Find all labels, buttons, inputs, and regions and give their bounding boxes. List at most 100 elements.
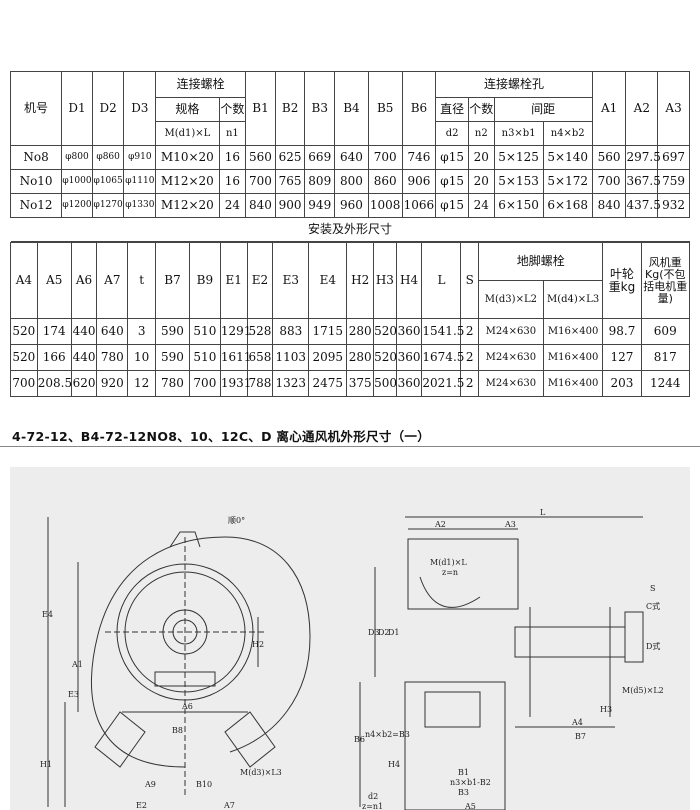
label-D2: D2 [378,628,390,637]
table-cell: 1244 [640,370,690,397]
table-cell: 640 [96,318,129,345]
table-cell: 2021.5 [421,370,464,397]
table-cell: 746 [401,145,437,170]
header-E3: E3 [272,242,310,319]
label-B1: B1 [458,768,469,777]
table-cell: 800 [334,169,369,194]
fan-outline-drawing: 顺0° E4 E3 A1 H1 H2 A6 B8 B10 A9 E2 A7 M(… [10,467,690,810]
table-cell: 3 [127,318,157,345]
table-cell: 788 [246,370,274,397]
header-n2: n2 [468,121,495,146]
table-cell: 700 [367,145,403,170]
header-D3: D3 [123,71,157,146]
header-A5: A5 [36,242,72,319]
section-heading: 4-72-12、B4-72-12NO8、10、12C、D 离心通风机外形尺寸（一… [12,429,431,444]
table-cell: 20 [468,145,495,170]
label-zn1: z=n1 [362,802,383,810]
header-fan-weight: 风机重Kg(不包括电机重量) [640,242,690,319]
header-A2: A2 [625,71,659,146]
label-D-type: D式 [646,641,660,651]
header-spec-formula: M(d1)×L [155,121,220,146]
table-cell: 297.5 [625,145,661,170]
header-B9: B9 [188,242,221,319]
table-cell: φ1330 [123,193,157,218]
label-D1: D1 [388,628,400,637]
header-count: 个数 [218,97,247,122]
table-cell: 16 [218,145,247,170]
table-cell: 700 [245,169,276,194]
table-cell: No10 [9,169,63,194]
table-cell: 1611 [219,344,251,371]
header-impeller-weight: 叶轮重kg [602,242,642,319]
table-cell: 949 [304,193,336,218]
header-diameter: 直径 [435,97,469,122]
label-L: L [540,508,546,517]
table-cell: 520 [10,318,38,345]
connection-dimensions-table: 机号 D1 D2 D3 连接螺栓 B1 B2 B3 B4 B5 B6 连接螺栓孔… [9,71,690,242]
table-cell: 920 [96,370,129,397]
label-A2: A2 [434,520,446,529]
label-B10: B10 [196,780,212,789]
table-cell: φ1000 [61,169,93,194]
installation-dimensions-table: A4 A5 A6 A7 t B7 B9 E1 E2 E3 E4 H2 H3 H4… [10,242,690,397]
table-cell: φ910 [123,145,157,170]
table-cell: 697 [657,145,690,170]
label-A5: A5 [464,802,476,810]
table-cell: φ860 [91,145,125,170]
table-cell: 520 [373,318,397,345]
table-cell: 12 [127,370,157,397]
table-cell: φ1065 [91,169,125,194]
drawing-labels: 顺0° E4 E3 A1 H1 H2 A6 B8 B10 A9 E2 A7 M(… [40,508,664,810]
header-S: S [460,242,479,319]
table-cell: M24×630 [477,318,544,345]
table-cell: 906 [401,169,437,194]
header-conn-bolt: 连接螺栓 [155,71,247,98]
table-cell: 640 [334,145,369,170]
coupling-flange [624,611,644,663]
header-conn-bolt-hole: 连接螺栓孔 [435,71,593,98]
header-A7: A7 [96,242,129,319]
heading-divider [0,446,700,447]
label-A1: A1 [71,660,83,669]
header-foundation-bolt: 地脚螺栓 [477,242,604,281]
table-cell: 883 [272,318,310,345]
table-cell: 700 [10,370,38,397]
label-D3: D3 [368,628,380,637]
table-cell: 208.5 [36,370,72,397]
header-spec: 规格 [155,97,220,122]
table-cell: φ15 [435,193,469,218]
header-B6: B6 [401,71,437,146]
table-cell: 700 [591,169,627,194]
label-E2: E2 [136,801,147,810]
label-C-type: C式 [646,601,660,611]
header-B4: B4 [334,71,369,146]
table-cell: 960 [334,193,369,218]
table-cell: 669 [304,145,336,170]
table-cell: 560 [245,145,276,170]
table-cell: 625 [274,145,306,170]
header-A6: A6 [70,242,98,319]
table-cell: 10 [127,344,157,371]
header-t: t [127,242,157,319]
label-Md5L2: M(d5)×L2 [622,686,664,695]
bearing-housing [514,626,626,658]
table-cell: 1541.5 [421,318,464,345]
support-frame [404,681,506,810]
header-A4: A4 [10,242,38,319]
table-cell: 1715 [308,318,348,345]
table-cell: 1931 [219,370,251,397]
table-cell: 759 [657,169,690,194]
label-E3: E3 [68,690,79,699]
table-cell: 6×150 [493,193,544,218]
table-cell: 1066 [401,193,437,218]
table-cell: 127 [602,344,642,371]
label-A3: A3 [504,520,516,529]
table-cell: 24 [468,193,495,218]
label-A4: A4 [571,718,583,727]
table-cell: 1291 [219,318,251,345]
label-S: S [650,584,655,593]
